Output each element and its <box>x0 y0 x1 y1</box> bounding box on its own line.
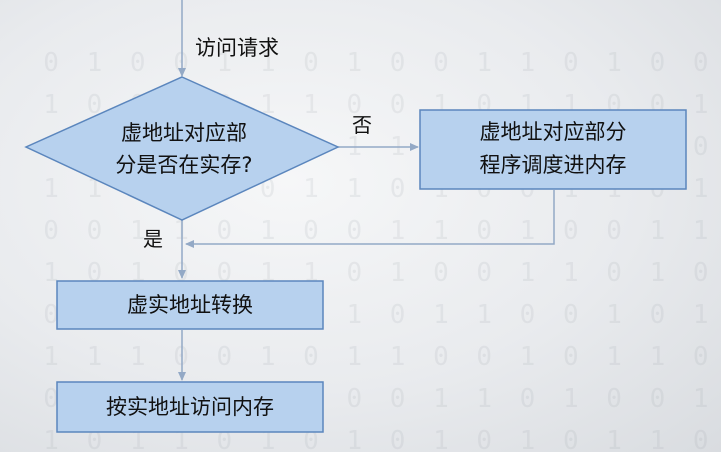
decision-text-line1: 虚地址对应部 <box>121 121 247 145</box>
arrow-load-return <box>185 190 555 248</box>
yes-label: 是 <box>143 227 163 251</box>
load-box-line1: 虚地址对应部分 <box>480 120 627 144</box>
no-label: 否 <box>352 113 372 137</box>
decision-text-line2: 分是否在实存? <box>115 153 252 177</box>
decision-diamond <box>24 76 340 221</box>
address-translate-box <box>56 280 324 330</box>
memory-access-box <box>56 381 324 433</box>
start-label: 访问请求 <box>195 36 279 60</box>
load-program-box <box>419 109 687 190</box>
access-box-text: 按实地址访问内存 <box>106 395 274 419</box>
load-box-line2: 程序调度进内存 <box>480 153 627 177</box>
translate-box-text: 虚实地址转换 <box>127 293 253 317</box>
